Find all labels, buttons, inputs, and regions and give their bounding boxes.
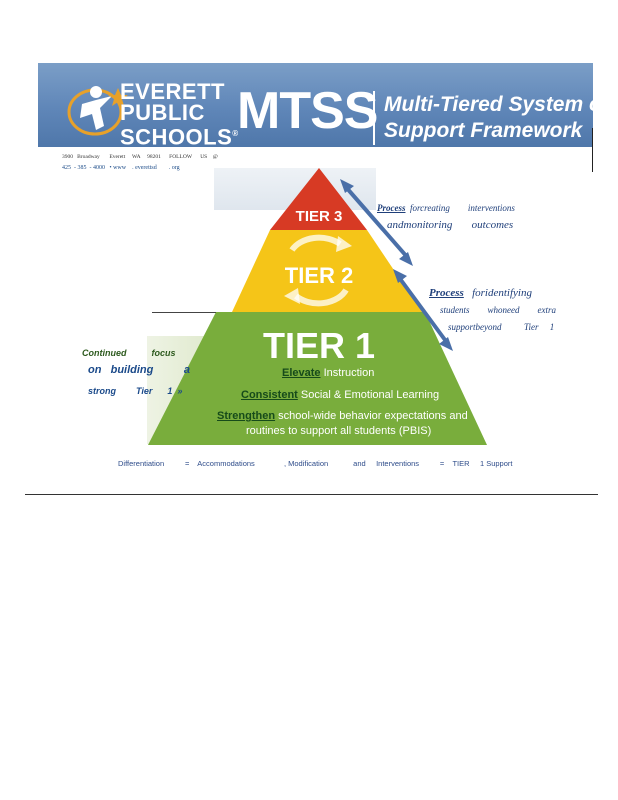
tier1-item-pbis: routines to support all students (PBIS) [246,425,432,437]
framework-title-line1: Multi-Tiered System of [384,93,609,116]
framework-title: Multi-Tiered System of Support Framework [384,92,609,144]
logo-figure-icon [67,86,128,136]
lower-annotation-line2: students whoneed extra [440,305,556,315]
short-rule [152,312,216,313]
mtss-acronym: MTSS [237,82,378,140]
continued-focus-line3: strong Tier 1 » [88,386,183,396]
registered-mark: ® [232,129,239,138]
bottom-rule [25,494,598,495]
lower-annotation-line1: Process foridentifying [429,287,532,299]
upper-double-arrow-icon [343,184,410,260]
cycle-arrows-icon [289,234,349,307]
header-banner [38,63,593,147]
tier1-label: TIER 1 [263,325,375,366]
logo-line-2: PUBLIC [120,100,205,125]
tier1-item-sel: Consistent Social & Emotional Learning [241,389,440,401]
tier2-label: TIER 2 [285,263,353,288]
vertical-rule [592,128,593,172]
framework-title-line2: Support Framework [384,119,583,142]
lower-process-label: Process [429,287,464,299]
upper-annotation-line1: Process forcreating interventions [377,203,515,213]
tier1-item-instruction: Elevate Instruction [282,367,375,379]
continued-focus-line1: Continued focus [82,348,176,358]
tier3-label: TIER 3 [296,208,343,225]
upper-annotation-line2: andmonitoring outcomes [387,219,514,231]
upper-process-label: Process [377,203,406,213]
continued-focus-line2: on building a [88,364,191,376]
address-line: 3900 Broadway Everett WA 98201 FOLLOW US… [62,154,218,160]
tier1-block [148,312,487,445]
lower-double-arrow-icon [396,274,450,346]
title-divider [373,91,375,145]
differentiation-footer: Differentiation = Accommodations , Modif… [118,459,513,468]
tier3-block [270,168,367,230]
logo-line-3: SCHOOLS® [120,124,239,150]
logo-line-1: EVERETT [120,79,225,104]
contact-line: 425 - 385 - 4000 • www . everettsd . org [62,165,180,171]
lower-annotation-line3: supportbeyond Tier 1 [448,322,555,332]
tier1-item-behavior: Strengthen school-wide behavior expectat… [217,410,468,422]
tier2-block [232,230,422,312]
district-logo: EVERETT PUBLIC SCHOOLS® [120,79,239,150]
